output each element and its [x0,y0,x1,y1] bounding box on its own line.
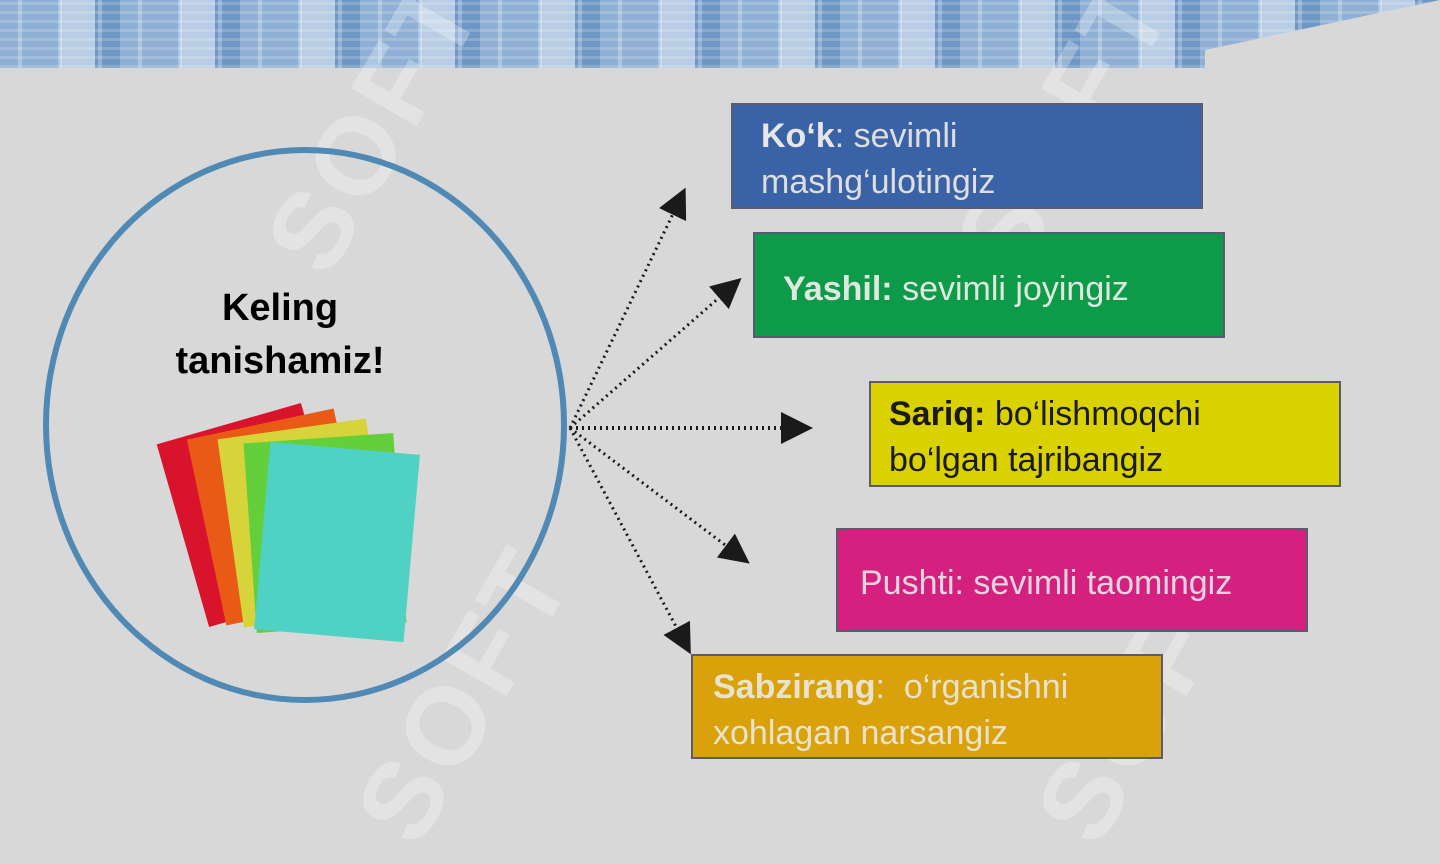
card-text: bo‘lishmoqchi bo‘lgan tajribangiz [889,395,1201,479]
card-text: sevimli joyingiz [902,270,1129,308]
card-separator [893,270,902,308]
decorative-ikat-banner [0,0,1440,68]
card-key: Sariq: [889,395,986,433]
card-text: o‘rganishni xohlagan narsangiz [713,668,1069,752]
arrow-to-kok [568,187,687,429]
connector-arrows [568,187,813,655]
arrow-to-pushti [569,426,750,564]
card-separator: : [834,117,854,155]
arrow-to-sabzirang [568,427,691,655]
card-key: Sabzirang [713,668,876,706]
card-kok: Ko‘k: sevimli mashg‘ulotingiz [731,103,1203,209]
card-sabzirang: Sabzirang: o‘rganishni xohlagan narsangi… [691,654,1163,759]
card-key: Ko‘k [761,117,835,155]
card-key: Yashil: [783,270,893,308]
card-text: Pushti: sevimli taomingiz [860,564,1233,602]
arrow-to-yashil [569,278,742,430]
card-separator [985,395,994,433]
card-pushti: Pushti: sevimli taomingiz [836,528,1308,632]
intro-circle [43,147,567,703]
page-title: Keling tanishamiz! [175,287,385,382]
card-yashil: Yashil: sevimli joyingiz [753,232,1225,338]
card-sariq: Sariq: bo‘lishmoqchi bo‘lgan tajribangiz [869,381,1341,487]
card-separator: : [875,668,904,706]
card-text: sevimli mashg‘ulotingiz [761,117,996,201]
